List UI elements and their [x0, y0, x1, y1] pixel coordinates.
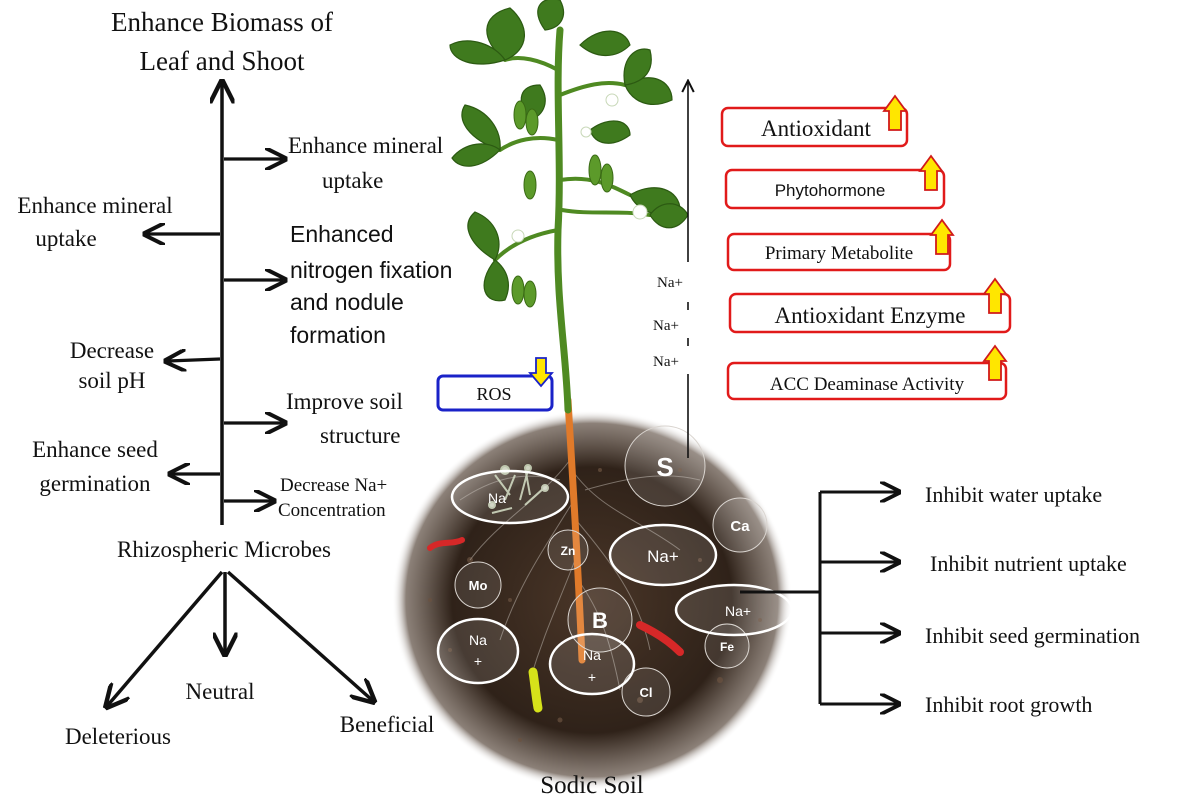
effect-seed-germination: germination — [39, 471, 151, 496]
inhibit-seed-germination: Inhibit seed germination — [925, 623, 1140, 648]
sodium-label: Na — [488, 490, 506, 506]
sodium-flux-label: Na+ — [657, 275, 683, 291]
sodic-soil-caption: Sodic Soil — [540, 772, 644, 799]
microbe-cluster-icon — [488, 464, 549, 514]
ros-box: ROS — [436, 357, 554, 412]
biomass-title-line2: Leaf and Shoot — [140, 46, 305, 76]
chlorine-bubble — [621, 667, 671, 717]
sodium-label: Na+ — [647, 547, 679, 566]
branch-arrow — [168, 359, 221, 361]
sodic-soil-illustration: S Ca Zn Mo B Fe Cl Na Na+ Na+ Na + — [392, 396, 794, 790]
plant-branches — [493, 56, 652, 262]
effect-decrease-sodium: Decrease Na+ — [280, 475, 387, 496]
up-arrow-icon — [882, 94, 908, 131]
sodium-flux-indicator: Na+ Na+ Na+ — [653, 82, 696, 458]
deleterious-label: Deleterious — [65, 724, 171, 749]
down-arrow-icon — [528, 357, 554, 388]
effect-nitrogen-fixation: nitrogen fixation — [290, 257, 452, 283]
sodium-flux-label: Na+ — [653, 354, 679, 370]
effect-mineral-uptake-left: Enhance mineral — [17, 193, 172, 218]
sodium-label: Na — [583, 647, 601, 663]
effect-soil-structure: Improve soil — [286, 389, 403, 414]
sodium-inhibition-panel: Inhibit water uptake Inhibit nutrient up… — [740, 482, 1140, 717]
effect-nitrogen-fixation: and nodule — [290, 289, 404, 315]
up-arrow-icon — [982, 344, 1008, 381]
larva-icon — [528, 667, 543, 713]
earthworm-icon — [636, 621, 684, 656]
sodium-bubble — [436, 617, 520, 685]
increased-responses: Antioxidant Phytohormone Primary Metabol… — [720, 94, 1012, 401]
rhizospheric-microbes-label: Rhizospheric Microbes — [117, 537, 331, 562]
plant-stem — [554, 26, 572, 414]
up-arrow-icon — [982, 277, 1008, 314]
ros-label: ROS — [476, 384, 511, 404]
bean-pods — [511, 100, 614, 308]
boron-label: B — [592, 608, 608, 633]
sodium-bubble — [674, 583, 794, 637]
sodium-bubble — [608, 523, 718, 587]
antioxidant-enzyme-label: Antioxidant Enzyme — [775, 303, 966, 328]
inhibit-root-growth: Inhibit root growth — [925, 692, 1092, 717]
effect-mineral-uptake-right: uptake — [322, 168, 383, 193]
effect-soil-ph: Decrease — [70, 338, 154, 363]
up-arrow-icon — [929, 218, 955, 255]
neutral-label: Neutral — [186, 679, 255, 704]
effect-mineral-uptake-left: uptake — [35, 226, 96, 251]
acc-deaminase-label: ACC Deaminase Activity — [770, 374, 965, 395]
antioxidant-enzyme-box: Antioxidant Enzyme — [728, 277, 1012, 334]
effect-seed-germination: Enhance seed — [32, 437, 158, 462]
iron-label: Fe — [720, 640, 734, 654]
deleterious-arrow — [108, 570, 224, 705]
taproot — [564, 396, 586, 664]
phytohormone-label: Phytohormone — [775, 181, 886, 200]
beneficial-label: Beneficial — [340, 712, 435, 737]
molybdenum-label: Mo — [469, 578, 488, 593]
primary-metabolite-box: Primary Metabolite — [726, 218, 955, 272]
sulfur-bubble — [624, 425, 706, 507]
up-arrow-icon — [918, 154, 944, 191]
earthworm-icon — [427, 537, 465, 551]
zinc-bubble — [547, 529, 589, 571]
effect-soil-ph: soil pH — [78, 368, 145, 393]
antioxidant-label: Antioxidant — [761, 116, 871, 141]
plant-illustration — [449, 0, 689, 414]
plant-flowers — [511, 93, 648, 243]
soil-texture — [428, 468, 762, 742]
biomass-title-line1: Enhance Biomass of — [111, 7, 333, 37]
beneficial-arrow — [226, 570, 372, 700]
effect-nitrogen-fixation: Enhanced — [290, 221, 394, 247]
effect-mineral-uptake-right: Enhance mineral — [288, 133, 443, 158]
acc-deaminase-box: ACC Deaminase Activity — [726, 344, 1008, 401]
effect-decrease-sodium: Concentration — [278, 500, 386, 521]
sodium-ion-bubbles: Na Na+ Na+ Na + Na + — [436, 469, 794, 696]
sulfur-label: S — [656, 452, 673, 482]
boron-bubble — [567, 587, 633, 653]
chlorine-label: Cl — [640, 685, 653, 700]
root-hairs — [459, 459, 701, 691]
zinc-label: Zn — [561, 544, 576, 558]
molybdenum-bubble — [454, 561, 502, 609]
sodium-label: + — [588, 669, 596, 685]
inhibit-water-uptake: Inhibit water uptake — [925, 482, 1102, 507]
primary-metabolite-label: Primary Metabolite — [765, 243, 913, 264]
sodium-label: + — [474, 653, 482, 669]
calcium-bubble — [712, 497, 768, 553]
effect-soil-structure: structure — [320, 423, 400, 448]
ros-frame — [436, 374, 554, 412]
effect-nitrogen-fixation: formation — [290, 322, 386, 348]
soil-element-bubbles: S Ca Zn Mo B Fe Cl — [454, 425, 768, 717]
sodium-bubble — [450, 469, 570, 525]
phytohormone-box: Phytohormone — [724, 154, 946, 210]
sodium-bubble — [548, 632, 636, 696]
microbe-effects-panel: Enhance Biomass of Leaf and Shoot Enhanc… — [17, 7, 452, 749]
sodium-label: Na — [469, 632, 487, 648]
plant-leaves — [449, 0, 689, 302]
inhibit-nutrient-uptake: Inhibit nutrient uptake — [930, 551, 1127, 576]
calcium-label: Ca — [730, 518, 750, 535]
sodium-label: Na+ — [725, 603, 751, 619]
sodium-flux-label: Na+ — [653, 318, 679, 334]
antioxidant-box: Antioxidant — [720, 94, 909, 148]
